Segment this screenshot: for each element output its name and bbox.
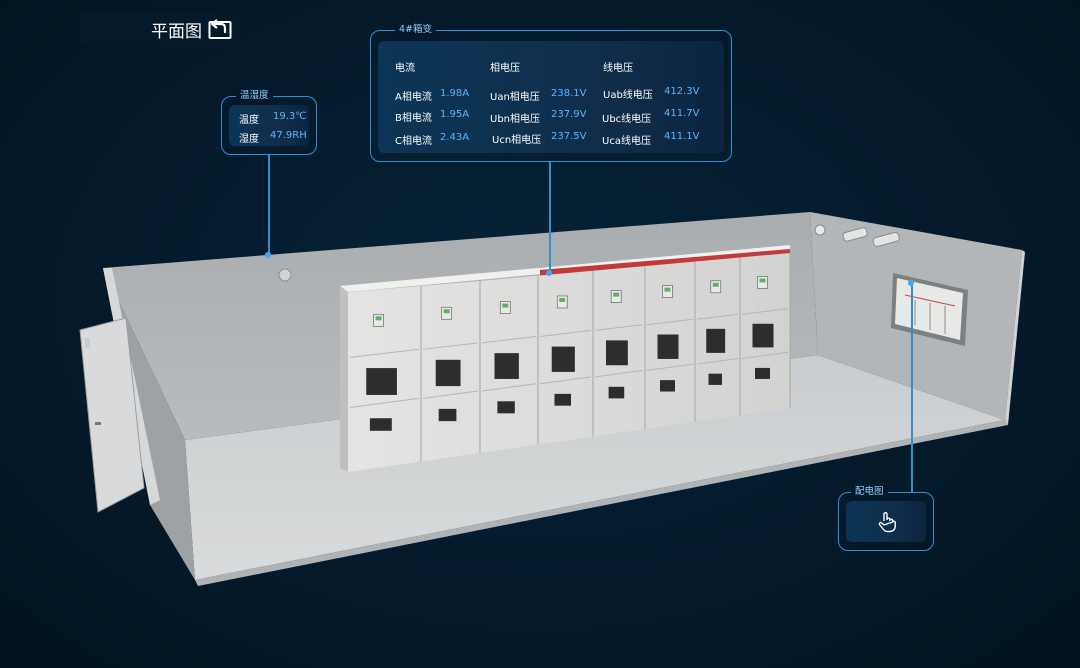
box-panel-connector: [549, 162, 551, 272]
humidity-label: 湿度: [239, 134, 259, 145]
voltage-ab-value: 412.3V: [664, 86, 700, 97]
voltage-ab-label: Uab线电压: [603, 90, 653, 101]
distribution-diagram-panel[interactable]: 配电图: [838, 485, 934, 551]
voltage-an-label: Uan相电压: [490, 92, 540, 103]
climate-panel: 温湿度 温度 19.3℃ 湿度 47.9RH: [221, 89, 317, 155]
hand-pointer-icon[interactable]: [877, 511, 897, 533]
header-line-voltage: 线电压: [603, 63, 633, 74]
return-icon: [208, 19, 232, 39]
plan-view-button[interactable]: 平面图: [80, 12, 240, 46]
distribution-diagram-button[interactable]: [846, 501, 926, 542]
voltage-bn-value: 237.9V: [551, 109, 587, 120]
box-panel-connector-dot: [546, 270, 552, 276]
current-a-label: A相电流: [395, 92, 432, 103]
current-b-value: 1.95A: [440, 109, 470, 120]
current-b-label: B相电流: [395, 113, 432, 124]
climate-panel-title: 温湿度: [236, 89, 273, 103]
cabinet-details: [349, 253, 791, 462]
voltage-bn-label: Ubn相电压: [490, 114, 541, 125]
plan-view-label: 平面图: [151, 21, 202, 42]
diagram-panel-title: 配电图: [851, 485, 888, 499]
security-camera: [814, 224, 900, 248]
wall-sensor: [278, 268, 292, 282]
temperature-value: 19.3℃: [273, 111, 307, 122]
voltage-ca-value: 411.1V: [664, 131, 700, 142]
voltage-cn-label: Ucn相电压: [492, 135, 542, 146]
header-current: 电流: [395, 63, 415, 74]
temperature-label: 温度: [239, 115, 259, 126]
voltage-bc-value: 411.7V: [664, 108, 700, 119]
current-a-value: 1.98A: [440, 88, 470, 99]
room-door[interactable]: [79, 317, 145, 513]
voltage-ca-label: Uca线电压: [602, 136, 651, 147]
voltage-an-value: 238.1V: [551, 88, 587, 99]
current-c-label: C相电流: [395, 136, 432, 147]
humidity-value: 47.9RH: [270, 130, 307, 141]
box-panel-title: 4#箱变: [395, 23, 437, 37]
climate-connector-dot: [265, 252, 271, 258]
room-floor: [185, 355, 1005, 580]
header-phase-voltage: 相电压: [490, 63, 520, 74]
voltage-bc-label: Ubc线电压: [602, 114, 652, 125]
diagram-connector: [911, 283, 913, 493]
current-c-value: 2.43A: [440, 132, 470, 143]
diagram-connector-dot: [908, 280, 914, 286]
voltage-cn-value: 237.5V: [551, 131, 587, 142]
climate-connector: [268, 155, 270, 255]
box-transformer-panel: 4#箱变 电流 相电压 线电压 A相电流 1.98A Uan相电压 238.1V…: [370, 23, 732, 162]
